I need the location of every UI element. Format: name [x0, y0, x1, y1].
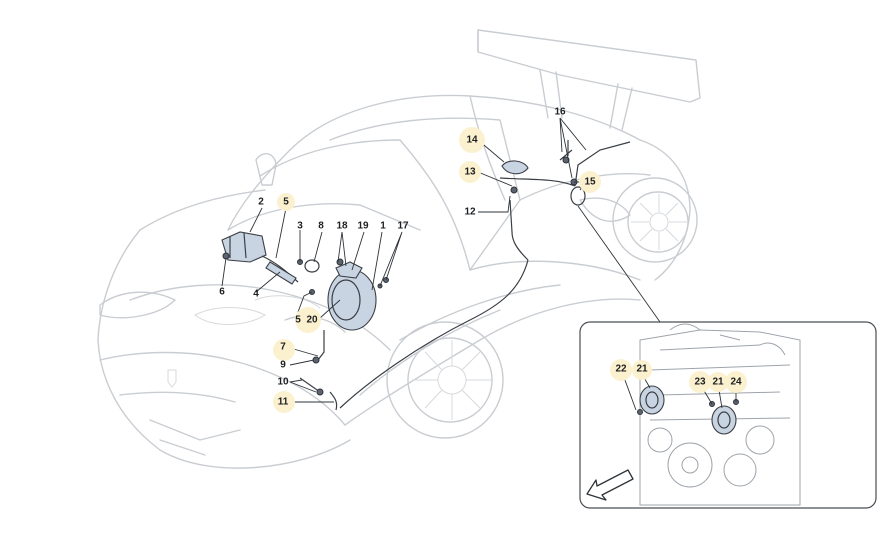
callout-11: 11: [278, 397, 289, 408]
callout-12: 12: [464, 207, 476, 218]
callout-4: 4: [253, 289, 259, 300]
callout-14: 14: [466, 135, 478, 146]
leader-lines: [221, 117, 737, 411]
callout-21-left: 21: [636, 364, 648, 375]
arrow-down-left-icon: [586, 469, 634, 501]
callout-23: 23: [694, 377, 706, 388]
callout-24: 24: [730, 377, 742, 388]
callout-2: 2: [258, 197, 264, 208]
callout-22: 22: [615, 364, 627, 375]
callout-6: 6: [219, 287, 225, 298]
callout-21-right: 21: [712, 377, 724, 388]
callout-19: 19: [357, 221, 369, 232]
callout-9: 9: [280, 360, 286, 371]
callout-20: 20: [306, 315, 318, 326]
callout-15: 15: [584, 177, 596, 188]
callout-8: 8: [318, 221, 324, 232]
callout-13: 13: [464, 167, 476, 178]
callouts: 1 2 3 4 5 5 6 7 8 9 10 11 12 13 14 15 16…: [219, 107, 747, 413]
car-outline: [97, 29, 701, 469]
engine-detail-inset: [577, 205, 877, 509]
callout-3: 3: [297, 221, 303, 232]
callout-10: 10: [277, 377, 289, 388]
callout-18: 18: [336, 221, 348, 232]
callout-5-bottom: 5: [295, 315, 301, 326]
callout-5-top: 5: [283, 197, 289, 208]
callout-7: 7: [280, 342, 286, 353]
callout-1: 1: [380, 221, 386, 232]
callout-16: 16: [554, 107, 566, 118]
callout-17: 17: [397, 221, 409, 232]
